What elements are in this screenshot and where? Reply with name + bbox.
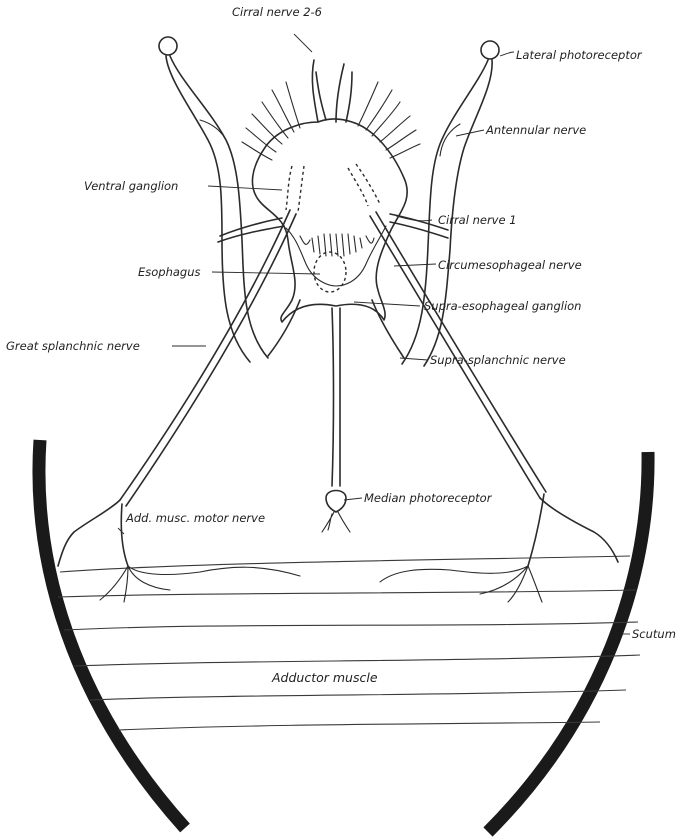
label-cirral-nerve-2-6: Cirral nerve 2-6 [232,5,322,19]
label-scutum: Scutum [632,627,676,641]
cirral-nerves-fan [242,60,420,160]
labels: Cirral nerve 2-6 Lateral photoreceptor A… [6,5,676,685]
scutum-left [39,440,185,828]
label-antennular-nerve: Antennular nerve [485,123,586,137]
label-cirral-nerve-1: Cirral nerve 1 [438,213,517,227]
label-great-splanchnic-nerve: Great splanchnic nerve [6,339,140,353]
adductor-muscle-lines [58,556,640,730]
label-median-photoreceptor: Median photoreceptor [364,491,493,505]
label-add-musc-motor-nerve: Add. musc. motor nerve [125,511,265,525]
antennular-nerves [159,37,499,366]
label-lateral-photoreceptor: Lateral photoreceptor [516,48,643,62]
label-supra-esophageal-ganglion: Supra-esophageal ganglion [424,299,581,313]
cirral-nerve-1 [218,214,448,242]
lateral-photoreceptor-right [481,41,499,59]
label-ventral-ganglion: Ventral ganglion [84,179,178,193]
median-photoreceptor-structure [322,308,350,532]
lateral-photoreceptor-left [159,37,177,55]
label-supra-splanchnic-nerve: Supra-splanchnic nerve [430,353,566,367]
scutum-right [488,452,648,832]
median-photoreceptor-bulb [326,491,346,513]
ganglion-body [252,119,407,322]
label-adductor-muscle: Adductor muscle [271,670,378,685]
label-circumesophageal-nerve: Circumesophageal nerve [438,258,582,272]
label-esophagus: Esophagus [138,265,201,279]
